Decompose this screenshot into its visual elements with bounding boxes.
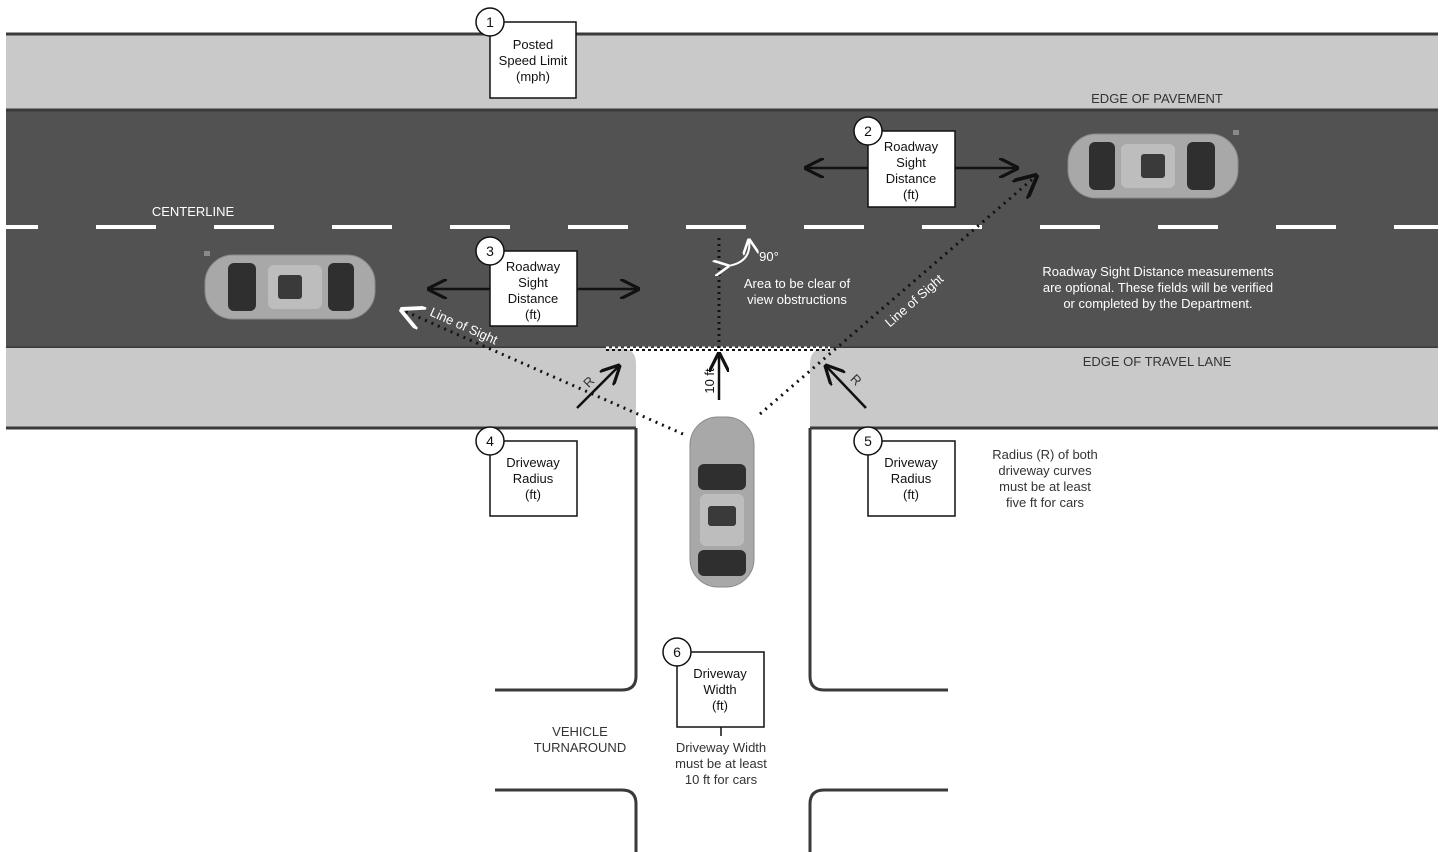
callout-driveway-radius-left: 4 Driveway Radius (ft) [475, 426, 578, 517]
callout-line: Roadway [884, 139, 939, 154]
driveway-right-edge [808, 428, 948, 692]
centerline-label: CENTERLINE [152, 204, 235, 219]
upper-shoulder [6, 34, 1438, 110]
callout-line: Distance [508, 291, 559, 306]
width-note-line2: must be at least [675, 756, 767, 771]
callout-number: 5 [864, 433, 872, 449]
line-of-sight-right [759, 176, 1036, 416]
callout-driveway-width: 6 Driveway Width (ft) [662, 637, 765, 728]
clear-area-label-line1: Area to be clear of [744, 276, 851, 291]
callout-line: Speed Limit [499, 53, 568, 68]
sight-note-line1: Roadway Sight Distance measurements [1042, 264, 1274, 279]
callout-line: (ft) [903, 187, 919, 202]
width-note-line3: 10 ft for cars [685, 772, 758, 787]
radius-note-line1: Radius (R) of both [992, 447, 1098, 462]
callout-driveway-radius-right: 5 Driveway Radius (ft) [853, 426, 956, 517]
callout-line: (ft) [525, 487, 541, 502]
turnaround-label-line1: VEHICLE [552, 724, 608, 739]
car-driveway [689, 416, 755, 588]
callout-line: (ft) [903, 487, 919, 502]
callout-number: 2 [864, 123, 872, 139]
callout-number: 6 [673, 644, 681, 660]
sight-note-line2: are optional. These fields will be verif… [1043, 280, 1273, 295]
car-westbound [203, 250, 376, 320]
callout-line: Roadway [506, 259, 561, 274]
angle-label: 90° [759, 249, 779, 264]
turnaround-label-line2: TURNAROUND [534, 740, 626, 755]
turnaround-left-edge [495, 788, 638, 852]
callout-line: Width [703, 682, 736, 697]
callout-line: Radius [513, 471, 554, 486]
setback-label: 10 ft [702, 368, 717, 394]
edge-of-pavement-label: EDGE OF PAVEMENT [1091, 91, 1223, 106]
callout-number: 3 [486, 243, 494, 259]
callout-number: 1 [486, 14, 494, 30]
sight-note-line3: or completed by the Department. [1063, 296, 1252, 311]
car-eastbound [1067, 129, 1240, 199]
callout-speed-limit: 1 Posted Speed Limit (mph) [475, 7, 577, 99]
callout-line: Posted [513, 37, 553, 52]
radius-arrow-right [826, 366, 867, 409]
callout-line: (ft) [712, 698, 728, 713]
callout-line: Driveway [884, 455, 938, 470]
turnaround-right-edge [808, 788, 948, 852]
callout-line: Driveway [506, 455, 560, 470]
clear-area-label-line2: view obstructions [747, 292, 847, 307]
callout-line: Radius [891, 471, 932, 486]
driveway-throat [620, 348, 826, 852]
driveway-left-edge [495, 428, 638, 692]
callout-line: Distance [886, 171, 937, 186]
edge-of-travel-lane-label: EDGE OF TRAVEL LANE [1083, 354, 1232, 369]
radius-note-line2: driveway curves [998, 463, 1092, 478]
callout-line: (ft) [525, 307, 541, 322]
callout-number: 4 [486, 433, 494, 449]
radius-note-line3: must be at least [999, 479, 1091, 494]
callout-line: (mph) [516, 69, 550, 84]
radius-note-line4: five ft for cars [1006, 495, 1085, 510]
callout-line: Driveway [693, 666, 747, 681]
callout-line: Sight [518, 275, 548, 290]
radius-arrow-left [576, 366, 619, 409]
callout-sight-distance-left: 3 Roadway Sight Distance (ft) [475, 236, 578, 327]
callout-line: Sight [896, 155, 926, 170]
width-note-line1: Driveway Width [676, 740, 766, 755]
callout-sight-distance-right: 2 Roadway Sight Distance (ft) [853, 116, 956, 208]
right-angle-arrow [728, 240, 749, 266]
